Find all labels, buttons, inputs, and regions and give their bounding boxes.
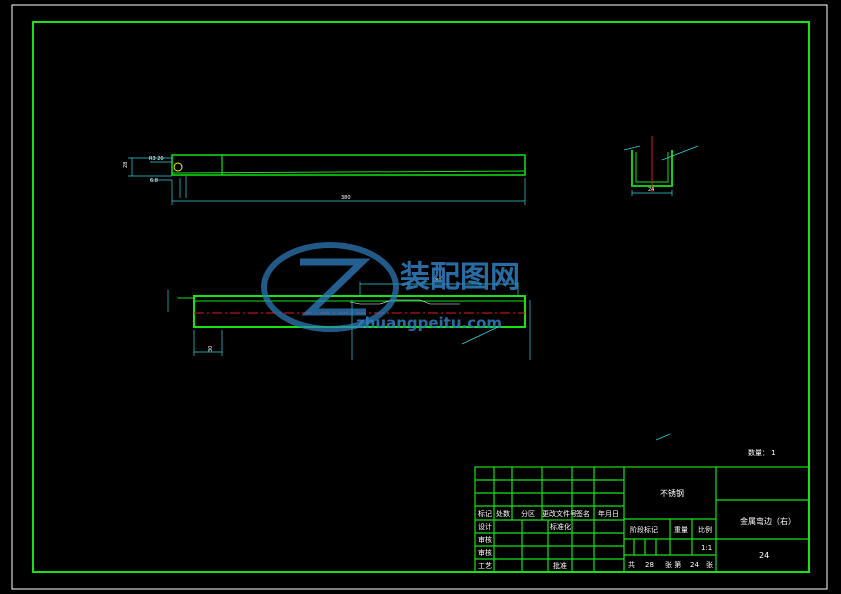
- drawing-number: 24: [759, 551, 769, 560]
- hdr-weight: 重量: [674, 526, 688, 534]
- watermark-logo-icon: [261, 242, 399, 332]
- hdr-design: 设计: [478, 522, 492, 531]
- watermark: 装配图网 zhuangpeitu.com: [261, 242, 520, 332]
- material-label: 不锈钢: [660, 488, 684, 498]
- outer-border: [11, 4, 828, 590]
- hdr-zone: 分区: [521, 509, 535, 518]
- bottom-view-length-dim: 180: [432, 278, 442, 284]
- section-width-dim: 24: [648, 187, 654, 193]
- top-view: [171, 154, 526, 176]
- sheet-suffix: 张: [706, 560, 713, 569]
- hdr-stage-mark: 阶段标记: [630, 525, 658, 534]
- quantity-note: 数量： 1: [748, 448, 776, 457]
- section-view: 24: [623, 136, 699, 196]
- hdr-approve: 批准: [553, 561, 567, 570]
- hdr-ratio: 比例: [698, 525, 712, 534]
- sheet-number-label: 张 第: [665, 560, 681, 569]
- hdr-standardize: 标准化: [550, 522, 571, 531]
- hdr-mark: 标记: [478, 509, 492, 518]
- watermark-brand-cn: 装配图网: [400, 260, 520, 295]
- drawing-frame: [32, 21, 810, 573]
- note-leader: [655, 433, 671, 441]
- hdr-process: 工艺: [478, 562, 492, 570]
- hdr-review: 审核: [478, 548, 492, 557]
- top-view-length-dim: 380: [341, 195, 351, 201]
- sheet-total-label: 共: [628, 560, 635, 569]
- sheet-total-value: 28: [645, 561, 654, 569]
- part-name: 金属弯边（右）: [740, 516, 796, 526]
- title-block: [474, 466, 810, 573]
- top-dim-left: 28: [123, 162, 129, 168]
- hdr-signature: 签名: [576, 509, 590, 518]
- bottom-left-offset-dim: 30: [208, 346, 214, 352]
- hdr-count: 处数: [496, 509, 510, 518]
- sheet-number-value: 24: [690, 561, 699, 569]
- top-dim-a: R3 20: [149, 156, 164, 162]
- hdr-check: 审核: [478, 535, 492, 544]
- hdr-change-doc: 更改文件号: [542, 509, 577, 518]
- watermark-brand-url: zhuangpeitu.com: [356, 314, 502, 332]
- top-view-dimensions: [128, 157, 526, 205]
- top-dim-b: 6.8: [150, 178, 158, 184]
- scale-value: 1:1: [701, 544, 712, 552]
- hdr-date: 年月日: [598, 509, 619, 518]
